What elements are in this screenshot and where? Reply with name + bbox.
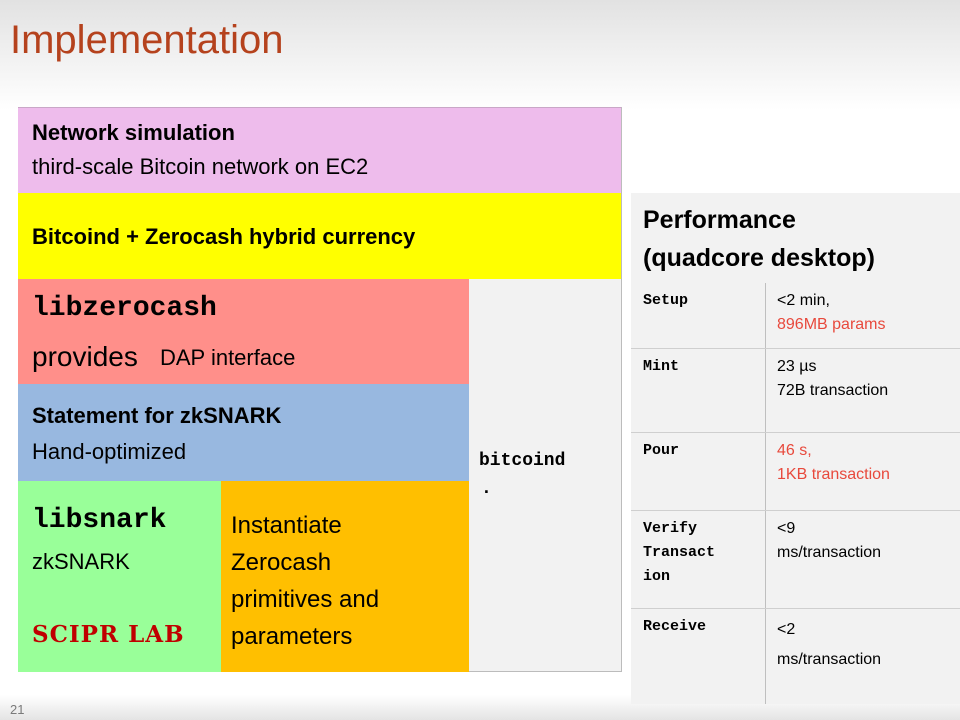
network-sub: third-scale Bitcoin network on EC2 (32, 154, 369, 179)
row-key: Mint (643, 358, 680, 375)
libzerocash-box: libzerocash provides DAP interface (18, 279, 469, 384)
bitcoind-box: bitcoind . (469, 279, 622, 672)
value-line: 896MB params (777, 316, 886, 333)
slide-title: Implementation (10, 18, 284, 62)
network-simulation-box: Network simulation third-scale Bitcoin n… (18, 107, 622, 193)
slide-number: 21 (10, 702, 25, 717)
row-value: 46 s, 1KB transaction (777, 439, 890, 487)
statement-sub: Hand-optimized (32, 439, 187, 464)
value-line: 1KB transaction (777, 466, 890, 483)
row-key: Receive (643, 618, 707, 635)
libzerocash-sub-a: provides (32, 341, 138, 372)
instantiate-line-1: Instantiate (231, 512, 342, 539)
key-line: ion (643, 568, 671, 585)
performance-heading-line-1: Performance (643, 206, 796, 234)
table-row: Mint 23 µs 72B transaction (631, 349, 960, 433)
key-line: Transact (643, 544, 716, 561)
libsnark-name: libsnark (32, 505, 167, 536)
libsnark-box: libsnark zkSNARK SCIPR LAB (18, 481, 221, 672)
value-line: 23 µs (777, 358, 817, 375)
instantiate-line-2: Zerocash (231, 549, 332, 576)
column-divider (765, 283, 766, 704)
value-line: <2 min, (777, 292, 830, 309)
performance-heading: Performance (quadcore desktop) (631, 193, 960, 283)
row-value: <2 min, 896MB params (777, 289, 886, 337)
table-row: Verify Transact ion <9 ms/transaction (631, 511, 960, 609)
table-row: Pour 46 s, 1KB transaction (631, 433, 960, 511)
table-row: Setup <2 min, 896MB params (631, 283, 960, 349)
value-line: ms/transaction (777, 651, 882, 668)
value-line: 46 s, (777, 442, 812, 459)
instantiate-box: Instantiate Zerocash primitives and para… (221, 481, 469, 672)
value-line: <9 (777, 520, 796, 537)
instantiate-line-3: primitives and (231, 586, 380, 613)
value-line: 72B transaction (777, 382, 889, 399)
instantiate-line-4: parameters (231, 623, 353, 650)
scipr-lab-logo: SCIPR LAB (32, 621, 185, 648)
statement-box: Statement for zkSNARK Hand-optimized (18, 384, 469, 481)
statement-heading: Statement for zkSNARK (32, 403, 282, 428)
libzerocash-sub-b: DAP interface (160, 345, 296, 370)
value-line: <2 (777, 621, 796, 638)
row-value: <9 ms/transaction (777, 517, 881, 565)
row-key: Setup (643, 292, 689, 309)
table-row: Receive <2 ms/transaction (631, 609, 960, 704)
key-line: Verify (643, 520, 698, 537)
value-line: ms/transaction (777, 544, 882, 561)
row-value: <2 ms/transaction (777, 615, 881, 675)
row-key: Verify Transact ion (643, 517, 715, 589)
header-background (0, 0, 960, 110)
libzerocash-name: libzerocash (32, 293, 217, 324)
bitcoind-name: bitcoind (479, 451, 566, 471)
performance-heading-line-2: (quadcore desktop) (643, 244, 875, 272)
bitcoind-dot: . (481, 479, 492, 499)
network-heading: Network simulation (32, 120, 235, 145)
performance-table: Setup <2 min, 896MB params Mint 23 µs 72… (631, 283, 960, 704)
hybrid-heading: Bitcoind + Zerocash hybrid currency (32, 224, 416, 249)
row-value: 23 µs 72B transaction (777, 355, 888, 403)
row-key: Pour (643, 442, 680, 459)
libsnark-sub: zkSNARK (32, 549, 130, 574)
hybrid-currency-box: Bitcoind + Zerocash hybrid currency (18, 193, 622, 279)
